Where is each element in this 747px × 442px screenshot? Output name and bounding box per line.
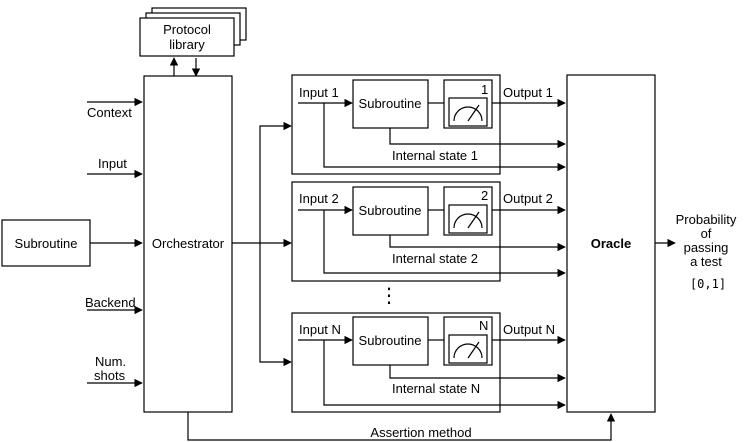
result-range: [0,1] — [690, 277, 726, 291]
protocol-library: Protocol library — [139, 7, 247, 57]
oracle-label: Oracle — [591, 236, 631, 251]
branch-2-subroutine-label: Subroutine — [359, 203, 422, 218]
branch-n: Input N Subroutine N Output N Internal s… — [291, 312, 566, 413]
result-line2: of — [701, 226, 712, 241]
branch-1-meter-label: 1 — [481, 82, 488, 97]
branch-1-meter-icon — [448, 97, 488, 127]
subroutine-left-label: Subroutine — [15, 236, 78, 251]
branch-n-state-label: Internal state N — [392, 381, 480, 396]
branch-2-input-label: Input 2 — [299, 191, 339, 206]
assertion-method-arrow — [187, 412, 616, 441]
branch-1: Input 1 Subroutine 1 Output 1 Internal s… — [291, 74, 566, 175]
num-shots-label-2: shots — [94, 368, 126, 383]
orchestrator-to-branchN-arrow — [259, 243, 292, 367]
branch-1-subroutine-label: Subroutine — [359, 96, 422, 111]
branch-2-state-label: Internal state 2 — [392, 251, 478, 266]
orchestrator-label: Orchestrator — [152, 236, 225, 251]
orchestrator-box — [143, 75, 233, 413]
result-line4: a test — [690, 254, 722, 269]
branch-1-bypass-arrow — [323, 103, 566, 172]
branch-1-input-label: Input 1 — [299, 85, 339, 100]
branch-n-meter-label: N — [479, 318, 488, 333]
branch-1-state-label: Internal state 1 — [392, 148, 478, 163]
branch-2-bypass-arrow — [323, 210, 566, 278]
branch-n-subroutine-label: Subroutine — [359, 333, 422, 348]
orchestrator-to-branch1-arrow — [259, 121, 292, 243]
branch-n-output-label: Output N — [503, 322, 555, 337]
branch-2-output-label: Output 2 — [503, 191, 553, 206]
branch-2-state-arrow — [389, 235, 566, 252]
backend-label: Backend — [85, 295, 136, 310]
branch-n-meter-icon — [448, 334, 488, 364]
branch-n-subroutine-box — [352, 316, 429, 366]
branch-1-subroutine-box — [352, 79, 429, 129]
branch-1-output-label: Output 1 — [503, 85, 553, 100]
branch-n-input-label: Input N — [299, 322, 341, 337]
branch-2-meter-icon — [448, 204, 488, 234]
result-line1: Probability — [676, 212, 737, 227]
result-line3: passing — [684, 240, 729, 255]
branch-1-state-arrow — [389, 128, 566, 149]
oracle-box — [566, 74, 656, 413]
branch-n-state-arrow — [389, 365, 566, 383]
branch-n-bypass-arrow — [323, 340, 566, 410]
branch-2-meter-label: 2 — [481, 188, 488, 203]
context-label: Context — [87, 105, 132, 120]
assertion-method-label: Assertion method — [370, 425, 471, 440]
subroutine-left-box — [1, 219, 91, 267]
num-shots-label-1: Num. — [95, 354, 126, 369]
protocol-library-line2: library — [169, 37, 205, 52]
branch-2: Input 2 Subroutine 2 Output 2 Internal s… — [291, 181, 566, 282]
protocol-library-line1: Protocol — [163, 22, 211, 37]
input-label: Input — [98, 156, 127, 171]
ellipsis: ⋮ — [379, 285, 399, 307]
branch-2-subroutine-box — [352, 186, 429, 236]
